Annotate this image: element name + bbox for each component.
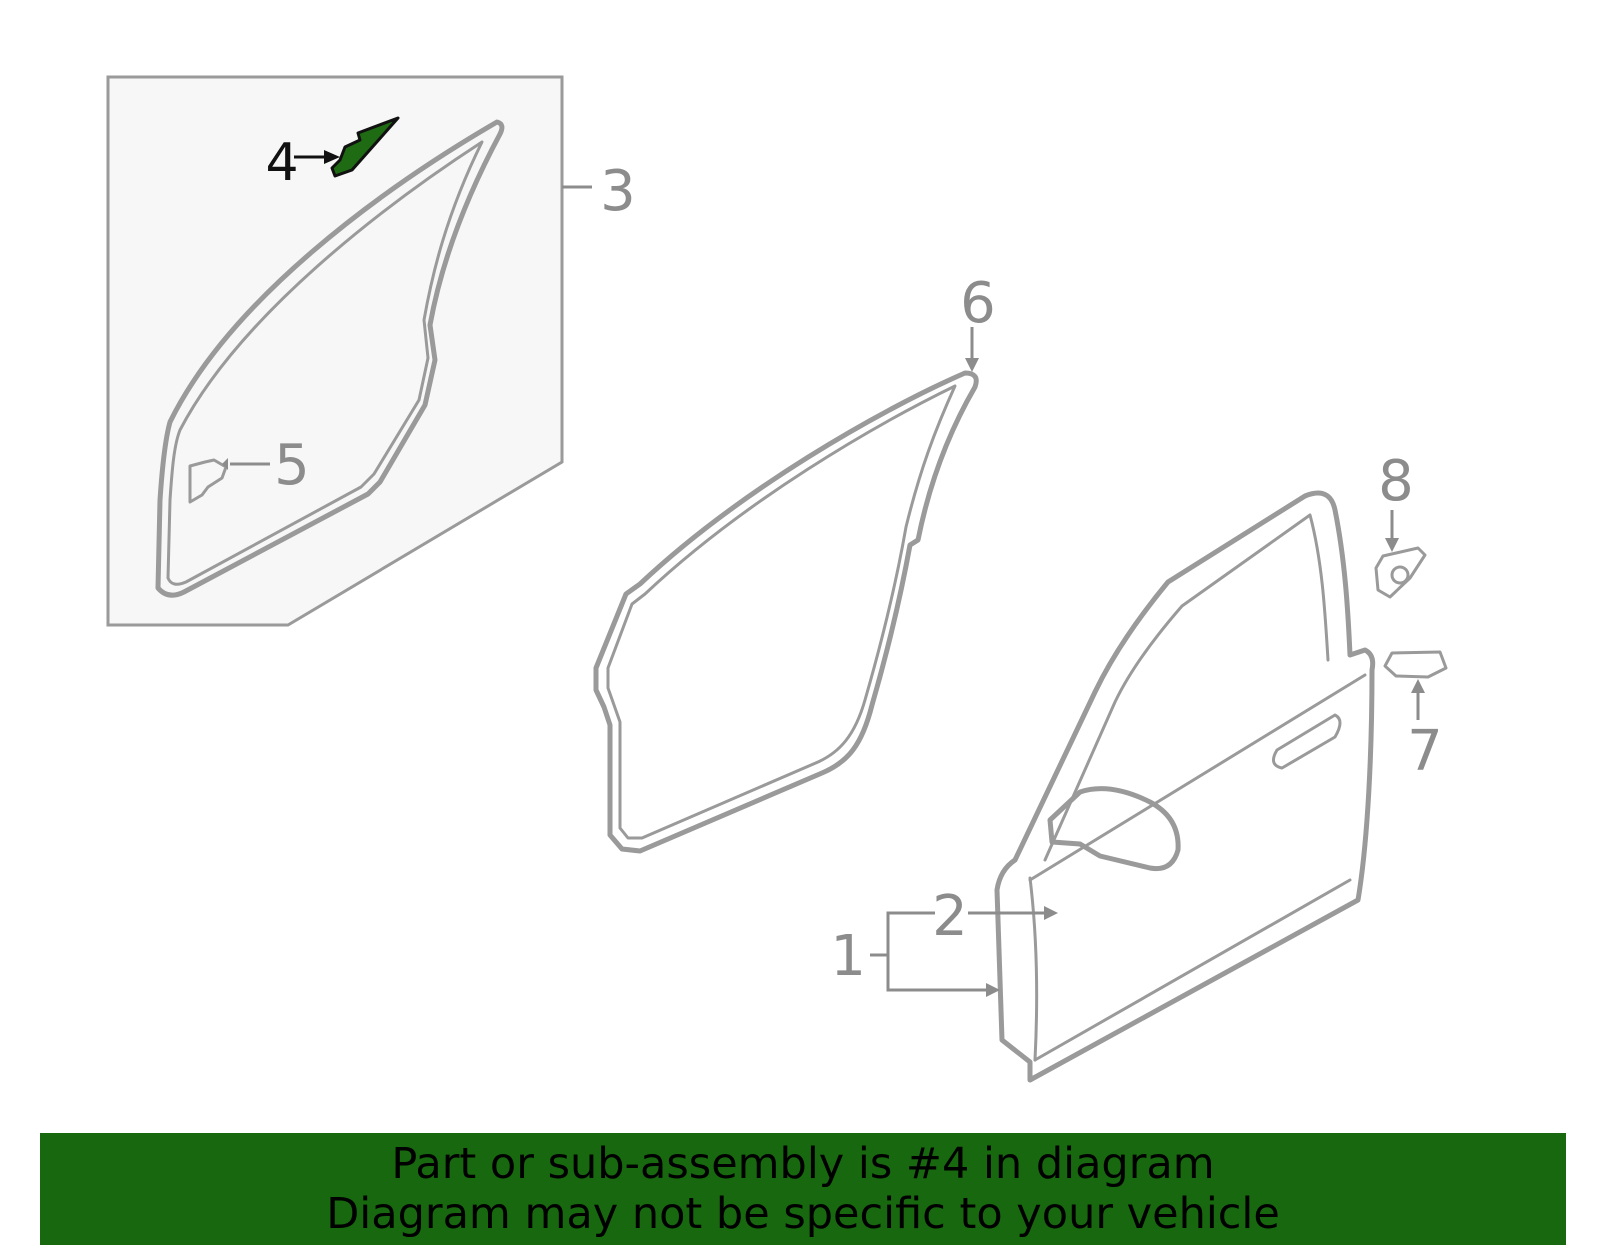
banner-line-1: Part or sub-assembly is #4 in diagram [391,1139,1215,1189]
banner-line-2: Diagram may not be specific to your vehi… [326,1189,1280,1239]
part-7-bracket[interactable] [1383,650,1448,720]
part-3-weatherstrip[interactable] [155,119,505,598]
callout-8: 8 [1378,449,1414,514]
callout-6: 6 [960,271,996,336]
part-8-clip[interactable] [1374,510,1427,599]
inset-panel [106,75,592,627]
part-1-door-assembly[interactable] [994,490,1376,1083]
callout-1: 1 [830,924,866,989]
part-5-clip[interactable] [188,458,270,504]
callout-2: 2 [932,884,968,949]
callout-7: 7 [1407,719,1443,784]
part-6-weatherstrip[interactable] [593,327,979,854]
callout-3: 3 [600,159,636,224]
info-banner: Part or sub-assembly is #4 in diagram Di… [40,1133,1566,1245]
part-4-clip[interactable] [294,116,400,178]
callout-1-2-leaders [870,906,1058,997]
callout-5: 5 [274,433,310,498]
callout-4: 4 [265,133,298,193]
